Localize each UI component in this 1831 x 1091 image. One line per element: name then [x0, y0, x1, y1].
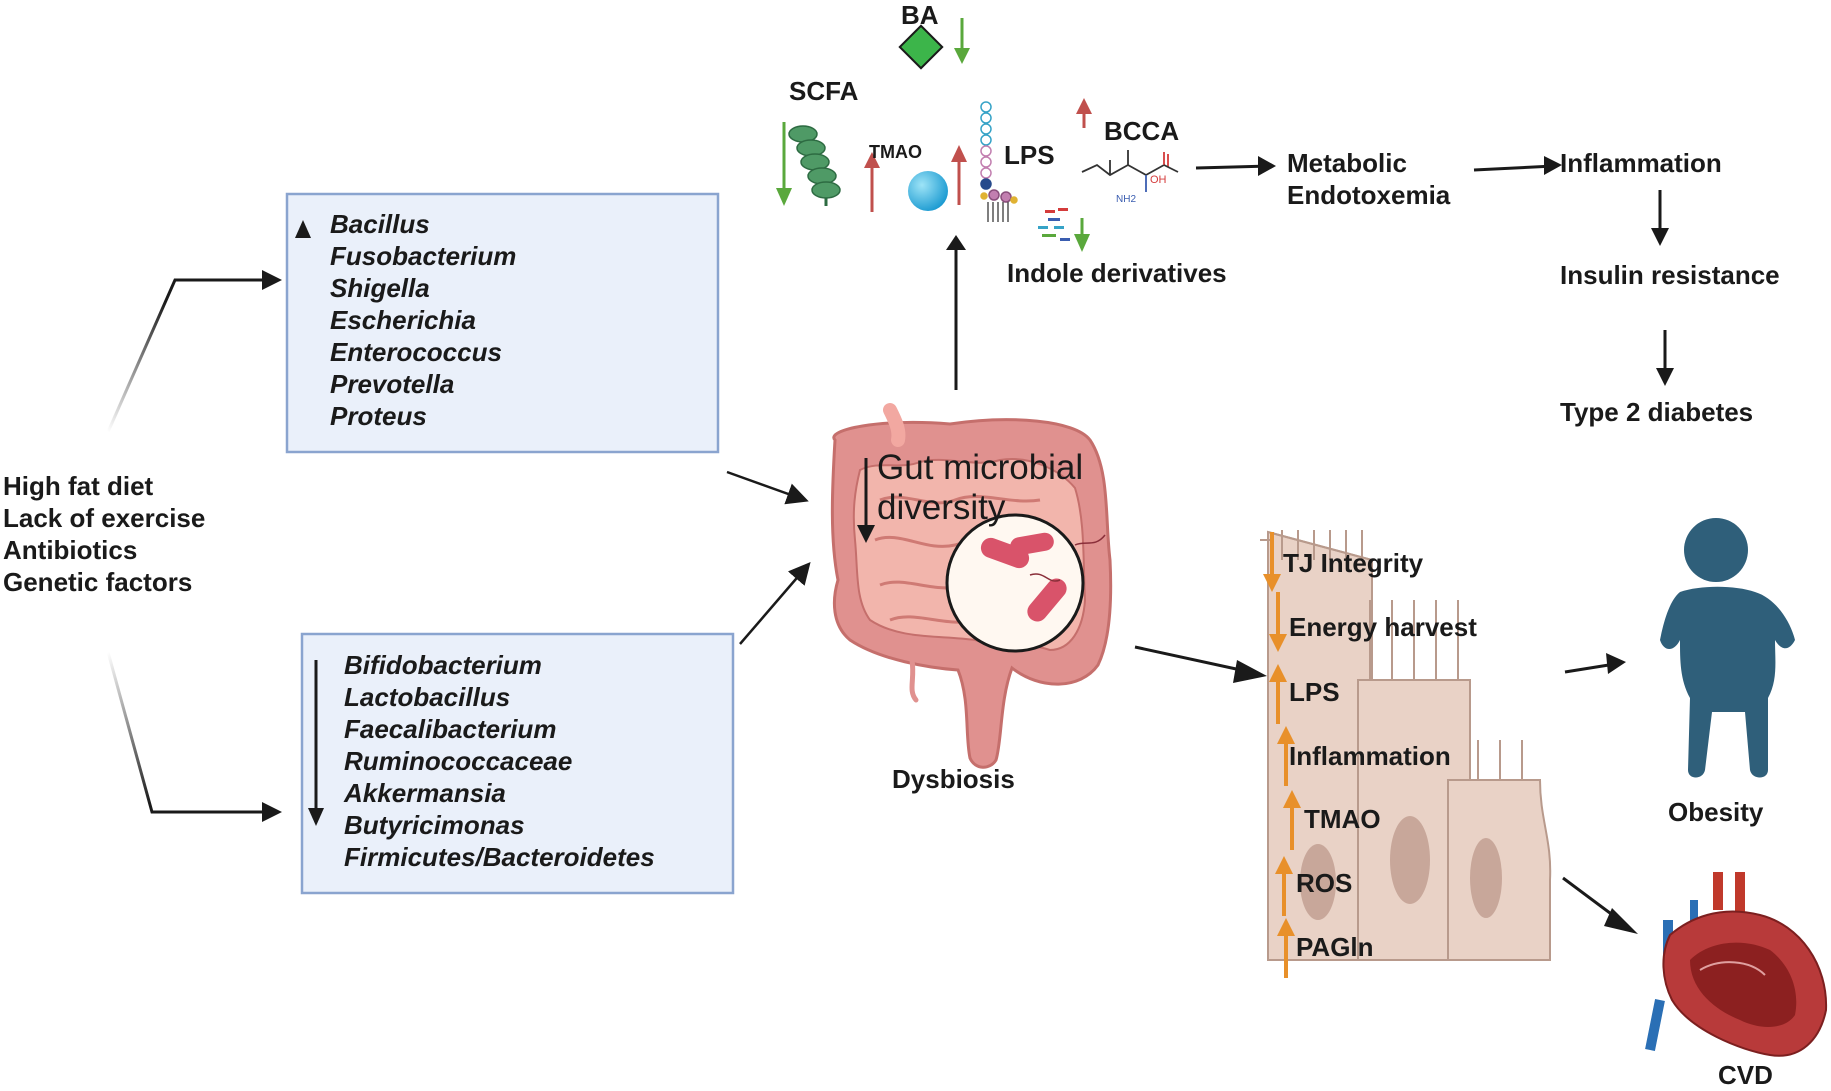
risk-factor: Genetic factors — [3, 567, 193, 597]
epithelial-cells-icon — [1260, 530, 1552, 961]
person-icon — [1660, 518, 1795, 778]
decreased-bacteria-box — [300, 632, 735, 895]
ba-diamond-icon — [898, 24, 944, 70]
intestinal-effect: TJ Integrity — [1283, 548, 1424, 578]
risk-factor: Antibiotics — [3, 535, 138, 565]
tmao-label: TMAO — [869, 142, 922, 162]
effect-direction-arrowhead — [1269, 634, 1287, 652]
dysbiosis-label: Dysbiosis — [892, 764, 1015, 794]
intestinal-effect: LPS — [1289, 677, 1340, 707]
endotoxemia-label: Endotoxemia — [1287, 180, 1451, 210]
risk-branch-arrows — [106, 270, 282, 822]
lps-chain-icon — [980, 101, 1018, 222]
bacteria-name: Shigella — [330, 273, 430, 303]
effect-direction-arrowhead — [1275, 856, 1293, 874]
insulin-resistance-label: Insulin resistance — [1560, 260, 1780, 290]
bacteria-name: Akkermansia — [344, 778, 506, 808]
effect-direction-arrowhead — [1277, 726, 1295, 744]
effect-direction-arrowhead — [1269, 664, 1287, 682]
intestinal-effect-arrows — [1263, 532, 1301, 978]
bacteria-name: Proteus — [330, 401, 427, 431]
cvd-label: CVD — [1718, 1060, 1773, 1090]
effect-direction-arrowhead — [1277, 918, 1295, 936]
bacteria-name: Lactobacillus — [344, 682, 511, 712]
increased-bacteria-box — [285, 192, 720, 454]
intestinal-effect: ROS — [1296, 868, 1353, 898]
risk-factor: High fat diet — [3, 471, 154, 501]
bacteria-magnifier-icon — [945, 513, 1106, 653]
decreased-bacteria-list: Bifidobacterium Lactobacillus Faecalibac… — [344, 649, 655, 873]
scfa-label: SCFA — [789, 76, 859, 106]
bacteria-name: Escherichia — [330, 305, 476, 335]
intestinal-effect: PAGln — [1296, 932, 1374, 962]
bacteria-name: Ruminococcaceae — [344, 746, 573, 776]
effect-direction-arrowhead — [1283, 790, 1301, 808]
intestinal-effect: Energy harvest — [1289, 612, 1477, 642]
bacteria-name: Firmicutes/Bacteroidetes — [344, 842, 655, 872]
inflammation-label: Inflammation — [1560, 148, 1722, 178]
obesity-label: Obesity — [1668, 797, 1764, 827]
indole-icon — [1038, 208, 1070, 241]
nh2-label: NH2 — [1116, 194, 1137, 205]
effect-direction-arrowhead — [1263, 574, 1281, 592]
tmao-sphere-icon — [908, 171, 948, 211]
bacteria-name: Prevotella — [330, 369, 455, 399]
intestinal-effect: Inflammation — [1289, 741, 1451, 771]
risk-factor: Lack of exercise — [3, 503, 206, 533]
oh-label: OH — [1150, 174, 1167, 186]
intestinal-effect: TMAO — [1304, 804, 1381, 834]
bacteria-name: Bifidobacterium — [344, 650, 542, 680]
risk-factor-list: High fat diet Lack of exercise Antibioti… — [3, 470, 205, 598]
type2-diabetes-label: Type 2 diabetes — [1560, 397, 1754, 427]
bcca-label: BCCA — [1104, 116, 1180, 146]
increased-bacteria-list: Bacillus Fusobacterium Shigella Escheric… — [330, 208, 516, 432]
metabolic-label: Metabolic — [1287, 148, 1407, 178]
bacteria-name: Butyricimonas — [344, 810, 525, 840]
bcca-molecule-icon — [1081, 150, 1179, 192]
bacteria-name: Bacillus — [330, 209, 430, 239]
gut-diversity-label: Gut microbial diversity — [877, 448, 1084, 527]
bacteria-name: Enterococcus — [330, 337, 502, 367]
scfa-icon — [788, 125, 841, 206]
ba-label: BA — [901, 0, 939, 30]
indole-label: Indole derivatives — [1007, 258, 1227, 288]
lps-label: LPS — [1004, 140, 1055, 170]
bacteria-name: Faecalibacterium — [344, 714, 557, 744]
bacteria-name: Fusobacterium — [330, 241, 517, 271]
heart-icon — [1645, 872, 1828, 1057]
